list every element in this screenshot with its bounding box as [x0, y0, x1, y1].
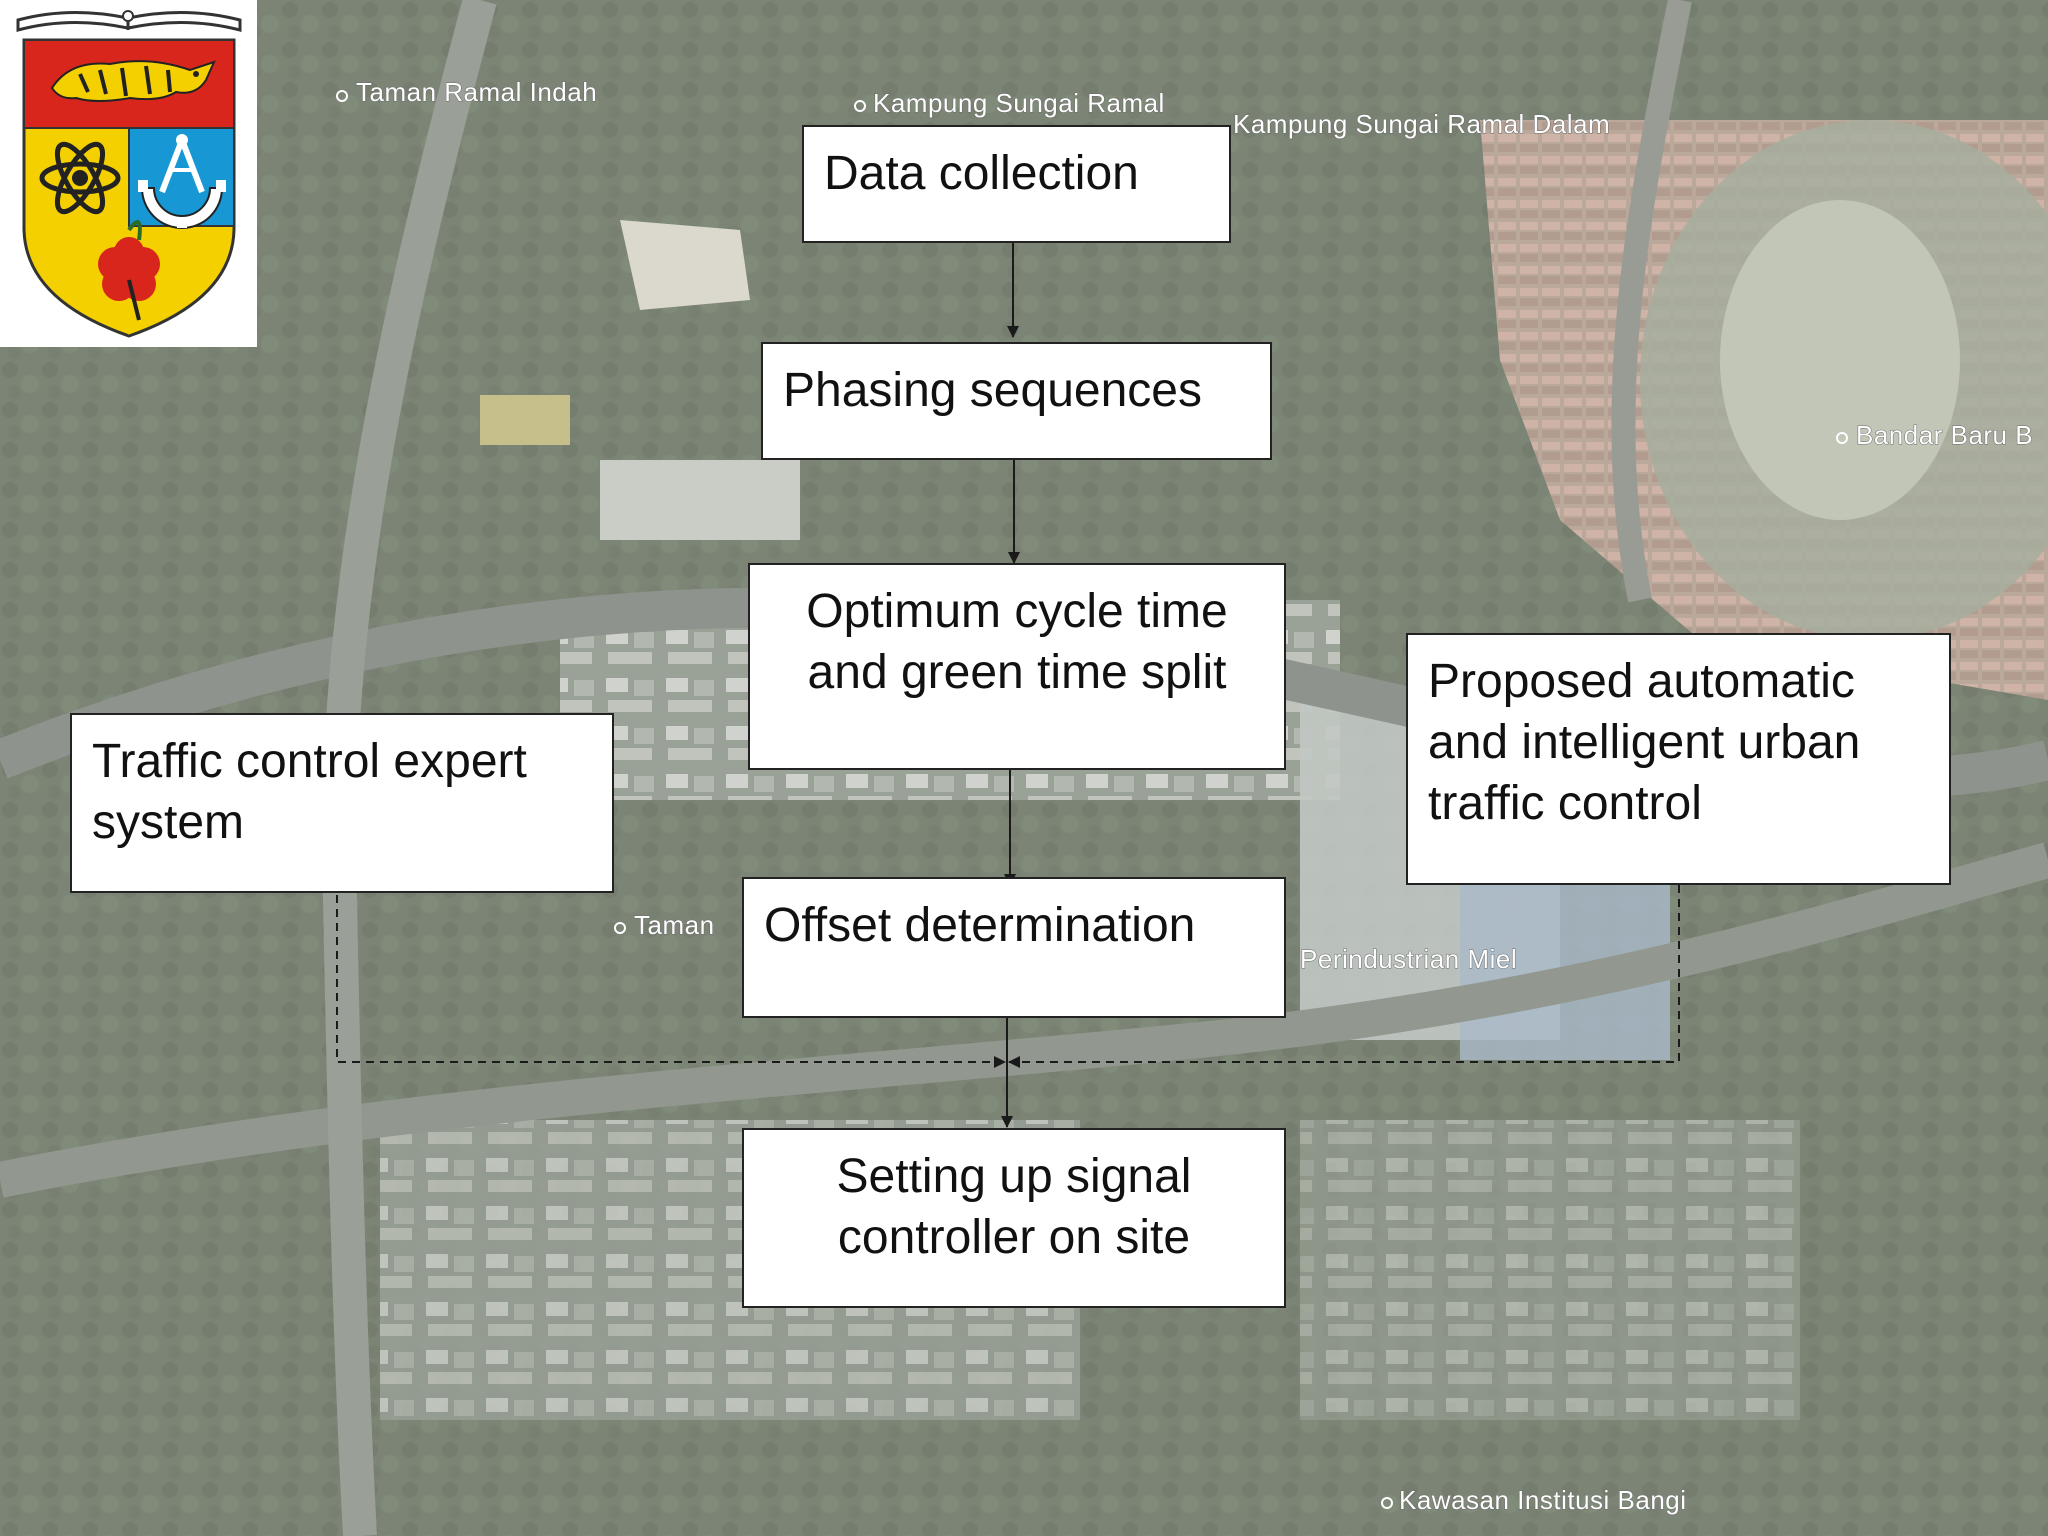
- map-label: Taman Ramal Indah: [356, 77, 597, 107]
- map-label: Kampung Sungai Ramal: [873, 88, 1165, 118]
- signal-controller-box: Setting up signal controller on site: [742, 1128, 1286, 1308]
- offset-determination-box: Offset determination: [742, 877, 1286, 1018]
- map-label: Bandar Baru B: [1856, 420, 2033, 450]
- data-collection-label: Data collection: [824, 147, 1139, 200]
- book-icon: [16, 10, 242, 32]
- traffic-control-expert-system-label: Traffic control expert system: [92, 735, 527, 849]
- compass-gear-icon: [138, 134, 226, 229]
- tiger-icon: [50, 60, 216, 102]
- signal-controller-label: Setting up signal controller on site: [836, 1150, 1192, 1264]
- hibiscus-flower-icon: [98, 220, 160, 321]
- map-label: Kawasan Institusi Bangi: [1399, 1485, 1687, 1515]
- optimum-cycle-time-box: Optimum cycle time and green time split: [748, 563, 1286, 770]
- traffic-control-expert-system-box: Traffic control expert system: [70, 713, 614, 893]
- proposed-traffic-control-box: Proposed automatic and intelligent urban…: [1406, 633, 1951, 885]
- map-label: Kampung Sungai Ramal Dalam: [1233, 109, 1610, 139]
- atom-icon: [39, 141, 121, 215]
- offset-determination-label: Offset determination: [764, 899, 1196, 952]
- university-logo: [0, 0, 257, 347]
- map-label: Taman: [634, 910, 715, 940]
- map-label: Perindustrian Miel: [1300, 944, 1517, 974]
- phasing-sequences-label: Phasing sequences: [783, 364, 1202, 417]
- proposed-traffic-control-label: Proposed automatic and intelligent urban…: [1428, 655, 1861, 830]
- optimum-cycle-time-label: Optimum cycle time and green time split: [806, 585, 1228, 699]
- data-collection-box: Data collection: [802, 125, 1231, 243]
- phasing-sequences-box: Phasing sequences: [761, 342, 1272, 460]
